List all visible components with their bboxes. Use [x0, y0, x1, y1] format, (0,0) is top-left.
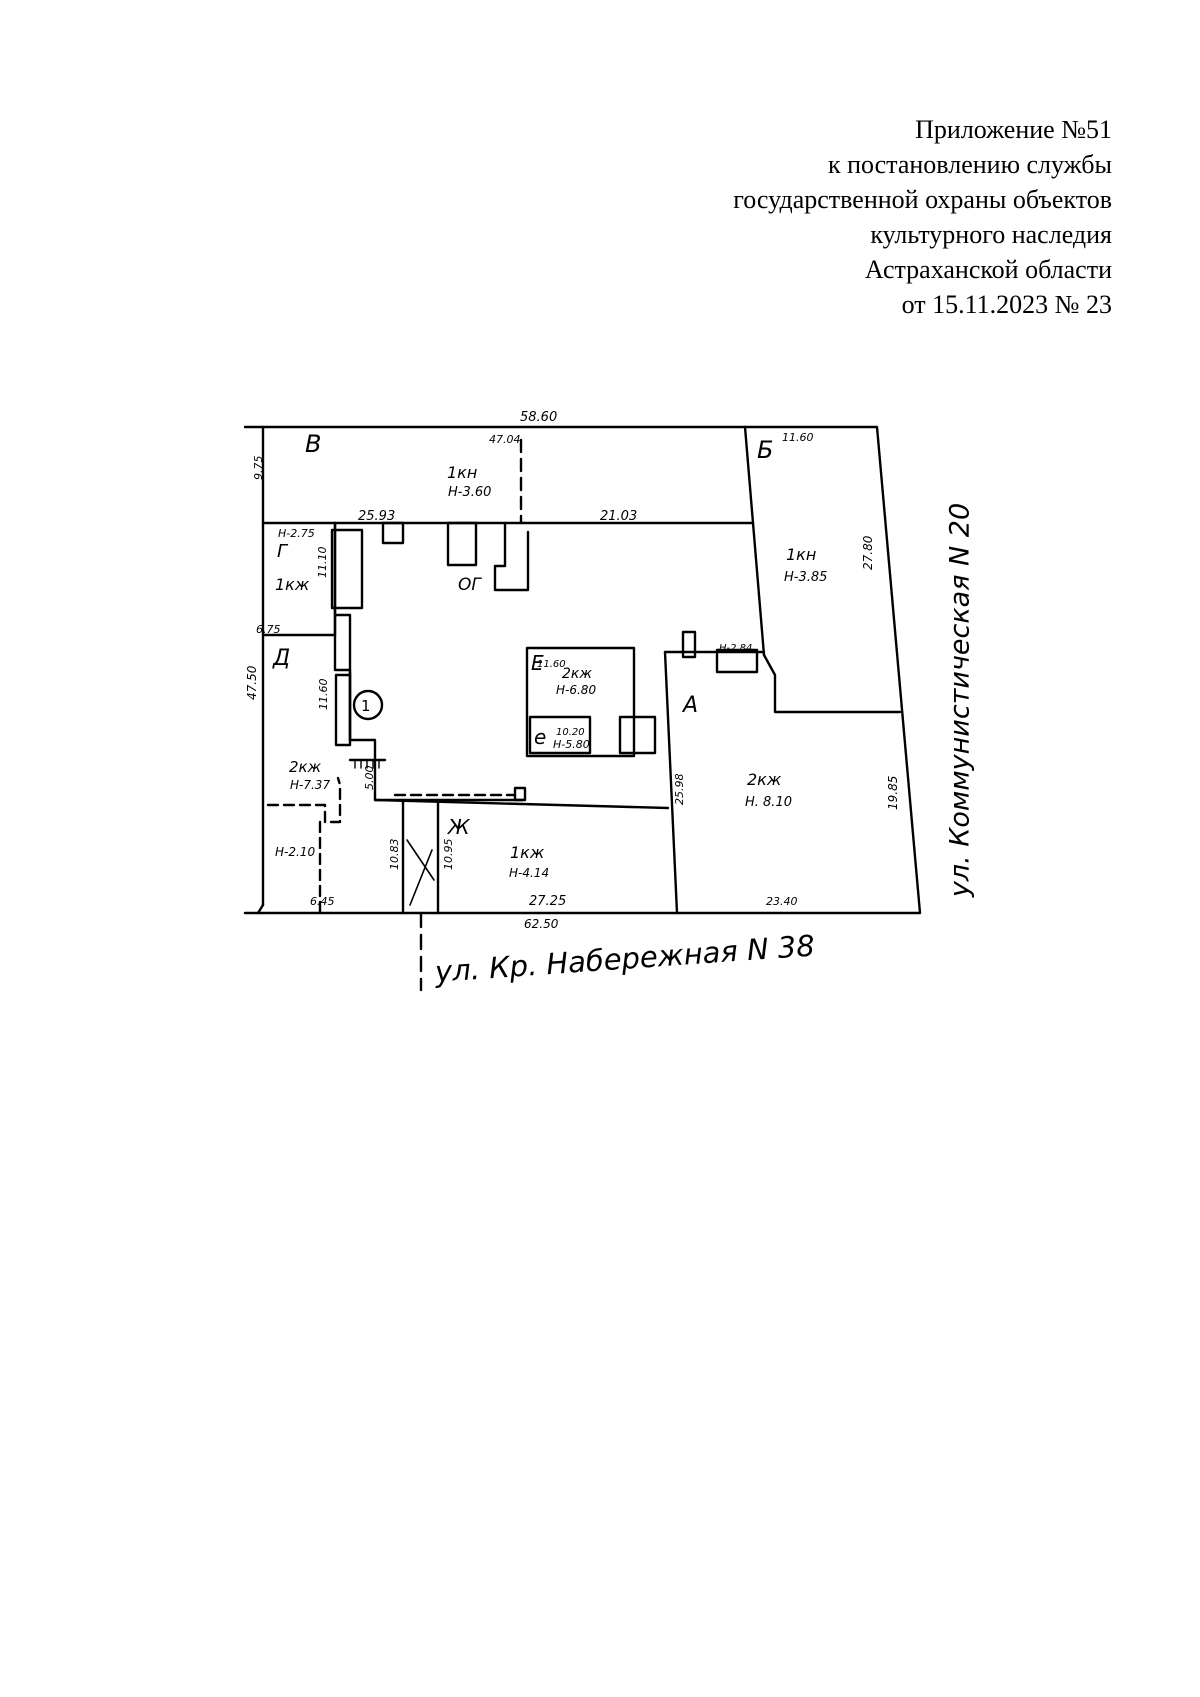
- shed-4: [493, 521, 530, 592]
- label-e-height: Н-6.80: [556, 683, 596, 697]
- label-d-height: Н-7.37: [290, 778, 330, 792]
- label-b-height: Н-3.85: [784, 570, 827, 585]
- a-notch: [762, 653, 902, 714]
- dim-passage-right: 10.95: [442, 839, 455, 871]
- dim-bottom-left: 6.45: [310, 895, 335, 908]
- label-d-type: 2кж: [289, 758, 322, 776]
- dim-small-v2: 5.00: [363, 766, 376, 791]
- label-letter-zh: Ж: [446, 815, 471, 839]
- left-annex: [334, 673, 352, 747]
- header-line-2: к постановлению службы: [827, 150, 1112, 179]
- label-letter-v: В: [305, 430, 321, 458]
- label-g-height: Н-2.75: [278, 527, 315, 540]
- dim-top-right: 11.60: [782, 431, 814, 444]
- d-step: [348, 738, 377, 802]
- dim-a-left: 25.98: [673, 774, 686, 806]
- b-left-line: [743, 425, 766, 657]
- courtyard-left: [333, 613, 352, 742]
- header-line-6: от 15.11.2023 № 23: [901, 290, 1112, 319]
- dim-top-mid: 47.04: [489, 433, 521, 446]
- boundary-corner: [256, 903, 265, 915]
- a-left-wall: [663, 650, 679, 915]
- header-line-3: государственной охраны объектов: [733, 185, 1112, 214]
- building-e: [525, 646, 636, 758]
- dim-left-total: 47.50: [245, 665, 259, 700]
- dim-inner-top-right: 21.03: [600, 509, 637, 524]
- label-g-type: 1кж: [275, 575, 310, 594]
- dim-top-total: 58.60: [520, 410, 557, 425]
- dim-bottom-right: 23.40: [766, 895, 798, 908]
- label-letter-d: Д: [272, 646, 290, 671]
- label-v-height: Н-3.60: [448, 485, 491, 500]
- d-inner-wall: [333, 521, 352, 742]
- label-d-height-2: Н-2.10: [275, 845, 315, 859]
- building-e-annex: [618, 715, 657, 755]
- label-letter-b: Б: [757, 436, 773, 464]
- dim-passage-left: 10.83: [388, 839, 401, 871]
- dim-bottom-mid: 27.25: [529, 894, 566, 909]
- label-zh-type: 1кж: [510, 843, 545, 862]
- label-letter-e-small: е: [534, 725, 546, 749]
- dim-left-small: 6.75: [256, 623, 281, 636]
- dim-right-lower: 19.85: [886, 776, 900, 810]
- label-a-type: 2кж: [747, 770, 782, 789]
- marker-circle: [352, 689, 384, 721]
- label-b-type: 1кн: [786, 545, 816, 564]
- label-e-small-height: Н-5.80: [553, 738, 590, 751]
- label-e-type: 2кж: [562, 666, 592, 682]
- dim-left-top: 9.75: [252, 456, 265, 481]
- appendix-header: Приложение №51 к постановлению службы го…: [472, 112, 1112, 322]
- zh-top: [373, 798, 670, 810]
- label-a-height: Н. 8.10: [745, 795, 792, 810]
- dim-small-v1: 11.10: [316, 547, 329, 579]
- label-letter-a: А: [681, 693, 698, 718]
- label-zh-height: Н-4.14: [509, 866, 549, 880]
- courtyard-box: [513, 786, 527, 802]
- building-e-small: [528, 715, 592, 755]
- site-boundary: [243, 425, 922, 915]
- label-letter-e: Е: [531, 651, 544, 675]
- dim-e-top: 11.60: [537, 659, 566, 670]
- header-line-5: Астраханской области: [864, 255, 1112, 284]
- dim-inner-top-left: 25.93: [358, 509, 395, 524]
- dim-bottom-total: 62.50: [524, 917, 559, 931]
- header-line-4: культурного наследия: [870, 220, 1112, 249]
- dim-e-bottom: 10.20: [556, 727, 585, 738]
- label-letter-g: Г: [277, 541, 289, 562]
- label-v-type: 1кн: [447, 463, 477, 482]
- dim-right-outer: 27.80: [861, 535, 875, 570]
- shed-3: [446, 521, 478, 567]
- shed-2: [381, 521, 405, 545]
- stairs: [354, 759, 380, 769]
- label-a-small-height: Н-2.84: [719, 643, 752, 654]
- street-label-right: ул. Коммунистическая N 20: [944, 502, 976, 898]
- shed-5: [681, 630, 697, 659]
- passage-hatch: [406, 839, 435, 906]
- shed-1: [330, 528, 364, 610]
- marker-label: 1: [361, 697, 371, 715]
- d-dashed-outline: [266, 776, 342, 824]
- header-line-1: Приложение №51: [915, 115, 1112, 144]
- label-og: ОГ: [458, 575, 482, 595]
- a-small-annex: [715, 648, 759, 674]
- dim-courtyard-left: 11.60: [317, 679, 330, 711]
